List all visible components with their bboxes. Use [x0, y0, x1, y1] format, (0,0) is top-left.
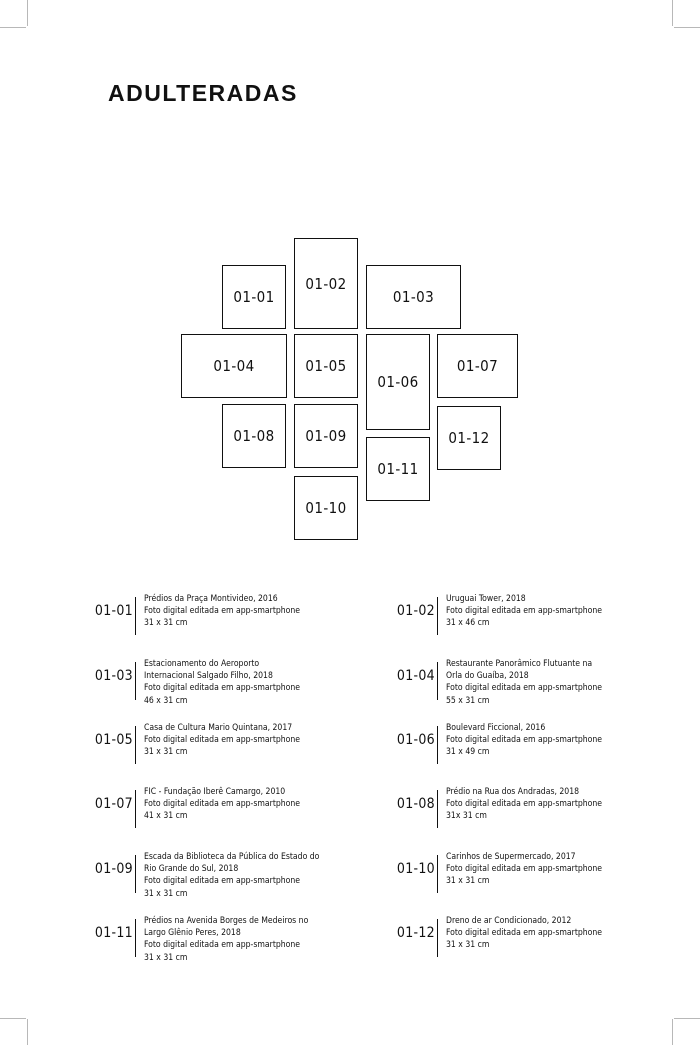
- caption-code: 01-01: [94, 603, 133, 619]
- crop-mark-top-right: [672, 0, 673, 26]
- tile-01-02: 01-02: [294, 238, 358, 329]
- crop-mark-right-upper: [674, 27, 700, 28]
- tile-01-09: 01-09: [294, 404, 358, 468]
- crop-mark-left-lower: [0, 1018, 26, 1019]
- caption-line: Foto digital editada em app-smartphone: [144, 735, 301, 746]
- caption-text: Restaurante Panorâmico Flutuante na Orla…: [446, 658, 646, 707]
- caption-text: Estacionamento do Aeroporto Internaciona…: [144, 658, 344, 707]
- caption-line: Escada da Biblioteca da Pública do Estad…: [144, 852, 320, 862]
- caption-line: Foto digital editada em app-smartphone: [446, 864, 603, 875]
- caption-line: 31 x 31 cm: [446, 876, 490, 887]
- tile-01-11: 01-11: [366, 437, 430, 501]
- caption-line: Foto digital editada em app-smartphone: [144, 876, 301, 887]
- caption-code: 01-10: [396, 861, 435, 877]
- tile-01-07: 01-07: [437, 334, 518, 398]
- caption-line: Foto digital editada em app-smartphone: [446, 606, 603, 617]
- crop-mark-right-lower: [674, 1018, 700, 1019]
- caption-line: Foto digital editada em app-smartphone: [144, 606, 301, 617]
- caption-line: Prédios na Avenida Borges de Medeiros no: [144, 916, 309, 926]
- caption-text: FIC - Fundação Iberê Camargo, 2010 Foto …: [144, 786, 344, 823]
- caption-divider: [135, 919, 136, 957]
- caption-line: 31 x 49 cm: [446, 747, 490, 758]
- caption-divider: [437, 726, 438, 764]
- caption-line: Foto digital editada em app-smartphone: [446, 683, 603, 694]
- caption-line: Foto digital editada em app-smartphone: [144, 940, 301, 951]
- caption-text: Prédios da Praça Montivideo, 2016 Foto d…: [144, 593, 344, 630]
- caption-divider: [437, 855, 438, 893]
- caption-line: 31 x 31 cm: [144, 747, 188, 758]
- crop-mark-top-left: [27, 0, 28, 26]
- caption-text: Prédio na Rua dos Andradas, 2018 Foto di…: [446, 786, 646, 823]
- caption-line: 31 x 46 cm: [446, 618, 490, 629]
- caption-divider: [135, 597, 136, 635]
- caption-divider: [437, 919, 438, 957]
- caption-code: 01-12: [396, 925, 435, 941]
- caption-line: 31 x 31 cm: [144, 618, 188, 629]
- caption-line: Casa de Cultura Mario Quintana, 2017: [144, 723, 293, 733]
- caption-code: 01-11: [94, 925, 133, 941]
- crop-mark-bottom-right: [672, 1019, 673, 1045]
- caption-line: 41 x 31 cm: [144, 811, 188, 822]
- caption-line: Dreno de ar Condicionado, 2012: [446, 916, 572, 926]
- caption-divider: [135, 790, 136, 828]
- caption-line: Foto digital editada em app-smartphone: [446, 799, 603, 810]
- caption-line: Foto digital editada em app-smartphone: [144, 799, 301, 810]
- caption-line: Internacional Salgado Filho, 2018: [144, 671, 273, 682]
- caption-divider: [437, 662, 438, 700]
- caption-line: Orla do Guaíba, 2018: [446, 671, 529, 682]
- caption-line: 31 x 31 cm: [446, 940, 490, 951]
- caption-divider: [135, 855, 136, 893]
- caption-code: 01-07: [94, 796, 133, 812]
- caption-line: 46 x 31 cm: [144, 695, 188, 706]
- caption-text: Dreno de ar Condicionado, 2012 Foto digi…: [446, 915, 646, 952]
- caption-code: 01-06: [396, 732, 435, 748]
- crop-mark-left-upper: [0, 27, 26, 28]
- caption-divider: [135, 726, 136, 764]
- caption-text: Uruguai Tower, 2018 Foto digital editada…: [446, 593, 646, 630]
- tile-01-01: 01-01: [222, 265, 286, 329]
- caption-line: Foto digital editada em app-smartphone: [446, 928, 603, 939]
- caption-line: 31 x 31 cm: [144, 888, 188, 899]
- caption-code: 01-09: [94, 861, 133, 877]
- caption-divider: [135, 662, 136, 700]
- caption-code: 01-04: [396, 668, 435, 684]
- caption-line: Foto digital editada em app-smartphone: [446, 735, 603, 746]
- tile-01-06: 01-06: [366, 334, 430, 430]
- caption-code: 01-02: [396, 603, 435, 619]
- caption-line: Boulevard Ficcional, 2016: [446, 723, 546, 733]
- caption-code: 01-03: [94, 668, 133, 684]
- caption-text: Boulevard Ficcional, 2016 Foto digital e…: [446, 722, 646, 759]
- caption-line: Prédio na Rua dos Andradas, 2018: [446, 787, 580, 797]
- crop-mark-bottom-left: [27, 1019, 28, 1045]
- page-title: ADULTERADAS: [108, 80, 298, 106]
- caption-line: Restaurante Panorâmico Flutuante na: [446, 659, 593, 669]
- tile-01-12: 01-12: [437, 406, 501, 470]
- caption-code: 01-05: [94, 732, 133, 748]
- caption-code: 01-08: [396, 796, 435, 812]
- caption-line: FIC - Fundação Iberê Camargo, 2010: [144, 787, 286, 797]
- caption-text: Escada da Biblioteca da Pública do Estad…: [144, 851, 344, 900]
- caption-line: Largo Glênio Peres, 2018: [144, 928, 241, 939]
- caption-line: 31 x 31 cm: [144, 952, 188, 963]
- caption-line: 31x 31 cm: [446, 811, 487, 822]
- caption-line: Carinhos de Supermercado, 2017: [446, 852, 576, 862]
- tile-01-10: 01-10: [294, 476, 358, 540]
- caption-line: Foto digital editada em app-smartphone: [144, 683, 301, 694]
- caption-divider: [437, 790, 438, 828]
- caption-line: Estacionamento do Aeroporto: [144, 659, 260, 669]
- caption-divider: [437, 597, 438, 635]
- tile-01-03: 01-03: [366, 265, 461, 329]
- caption-text: Prédios na Avenida Borges de Medeiros no…: [144, 915, 344, 964]
- tile-01-05: 01-05: [294, 334, 358, 398]
- caption-text: Carinhos de Supermercado, 2017 Foto digi…: [446, 851, 646, 888]
- caption-line: 55 x 31 cm: [446, 695, 490, 706]
- caption-line: Prédios da Praça Montivideo, 2016: [144, 594, 278, 604]
- caption-line: Uruguai Tower, 2018: [446, 594, 526, 604]
- tile-01-04: 01-04: [181, 334, 287, 398]
- tile-01-08: 01-08: [222, 404, 286, 468]
- caption-line: Rio Grande do Sul, 2018: [144, 864, 239, 875]
- caption-text: Casa de Cultura Mario Quintana, 2017 Fot…: [144, 722, 344, 759]
